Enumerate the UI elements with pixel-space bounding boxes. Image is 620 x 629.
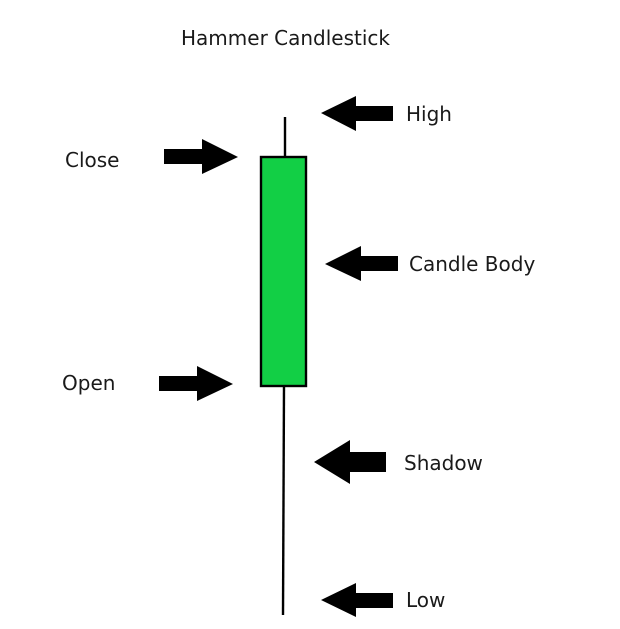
candle-body [259, 155, 308, 388]
arrow-right-icon [164, 139, 238, 174]
arrow-left-icon [321, 96, 393, 131]
lower-shadow [281, 384, 286, 616]
label-shadow: Shadow [404, 451, 483, 475]
arrow-left-icon [325, 246, 398, 281]
label-low: Low [406, 588, 446, 612]
label-candle-body: Candle Body [409, 252, 536, 276]
label-close: Close [65, 148, 120, 172]
arrow-right-icon [159, 366, 233, 401]
arrow-left-icon [321, 583, 393, 617]
label-high: High [406, 102, 452, 126]
diagram-title: Hammer Candlestick [181, 26, 390, 50]
label-open: Open [62, 371, 116, 395]
arrow-left-icon [314, 440, 386, 484]
